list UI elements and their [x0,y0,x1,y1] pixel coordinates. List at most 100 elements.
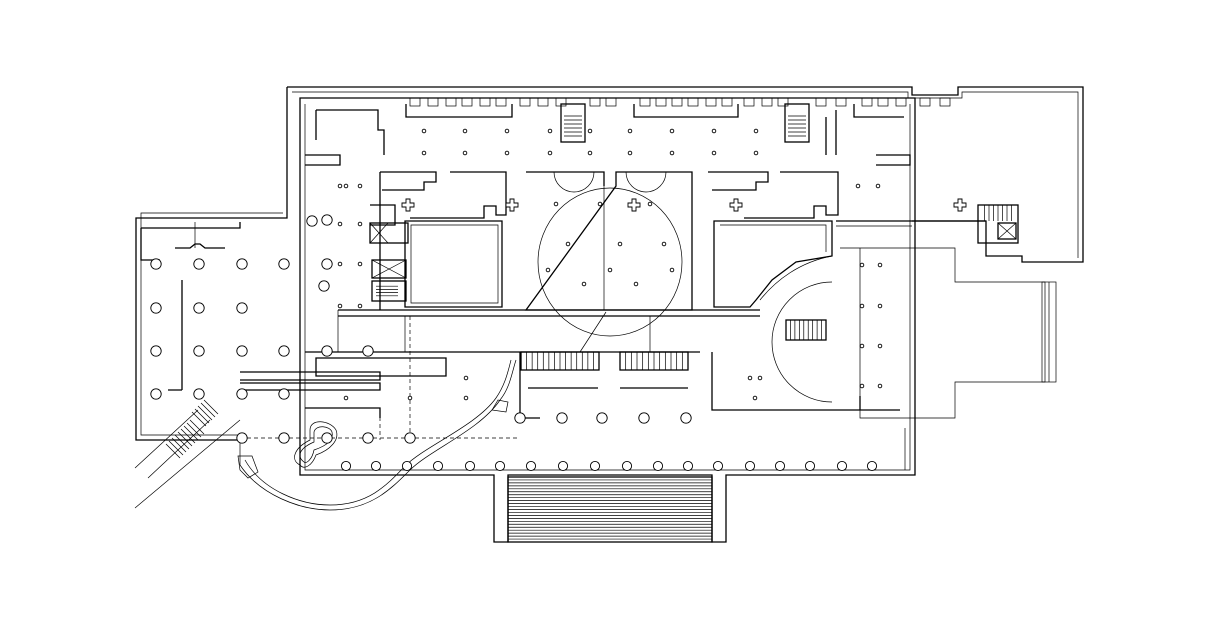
cross-pier [627,198,641,212]
pier [877,303,883,309]
pier [463,375,469,381]
column [150,388,162,400]
column [321,345,333,357]
column [362,432,374,444]
column [432,460,444,472]
pier [627,150,633,156]
column [193,388,205,400]
pier [877,383,883,389]
column [150,302,162,314]
pier [587,128,593,134]
wall-niche [605,97,617,107]
column [236,345,248,357]
ramp-tread [189,419,205,435]
column [744,460,756,472]
pier [357,261,363,267]
pier [627,128,633,134]
column [557,460,569,472]
pier [462,150,468,156]
wall-niche [461,97,473,107]
pier [337,183,343,189]
pier [581,281,587,287]
pier [547,128,553,134]
wall-niche [919,97,931,107]
west-wing [140,222,241,391]
column [193,345,205,357]
column [404,432,416,444]
cross-pier [401,198,415,212]
wall-niche [815,97,827,107]
column [150,345,162,357]
cross-pier [953,198,967,212]
pier [859,262,865,268]
pier [343,183,349,189]
ramp-tread [203,399,219,415]
rotunda [524,171,693,337]
column [278,258,290,270]
wall-niche [495,97,507,107]
column [150,258,162,270]
column [774,460,786,472]
column [621,460,633,472]
ramp-tread [194,408,210,424]
pier [462,128,468,134]
pier [753,128,759,134]
ramp-tread [197,405,213,421]
pier [587,150,593,156]
pier [343,395,349,401]
wall-niche [777,97,789,107]
column [638,412,650,424]
column [236,432,248,444]
pier [753,150,759,156]
pier [633,281,639,287]
column [321,258,333,270]
column [712,460,724,472]
pier [545,267,551,273]
column [866,460,878,472]
ramp-tread [165,443,181,459]
pier [875,183,881,189]
pier [757,375,763,381]
left-court-walls [370,171,507,310]
column [652,460,664,472]
north-stair-left [560,103,586,143]
pier [877,343,883,349]
ramp-tread [174,434,190,450]
column [804,460,816,472]
columns-small [337,128,883,401]
north-wall-niches [409,97,951,107]
pier [357,183,363,189]
columns-large [150,214,878,472]
pier [607,267,613,273]
column [236,388,248,400]
cross-piers [401,198,967,212]
column [494,460,506,472]
pier [421,128,427,134]
wall-niche [939,97,951,107]
pier [337,221,343,227]
pier [337,261,343,267]
outer-wall [135,86,1084,543]
pier [711,150,717,156]
column [464,460,476,472]
column [556,412,568,424]
wall-niche [427,97,439,107]
column [306,215,318,227]
wall-niche [877,97,889,107]
wall-niche [687,97,699,107]
column [236,302,248,314]
column [321,214,333,226]
column [321,432,333,444]
left-stair-shaft [369,222,409,302]
column [589,460,601,472]
column [525,460,537,472]
column [836,460,848,472]
column [236,258,248,270]
pier [504,128,510,134]
cross-pier [505,198,519,212]
column [278,432,290,444]
column [362,345,374,357]
ramp-tread [177,431,193,447]
pier [877,262,883,268]
